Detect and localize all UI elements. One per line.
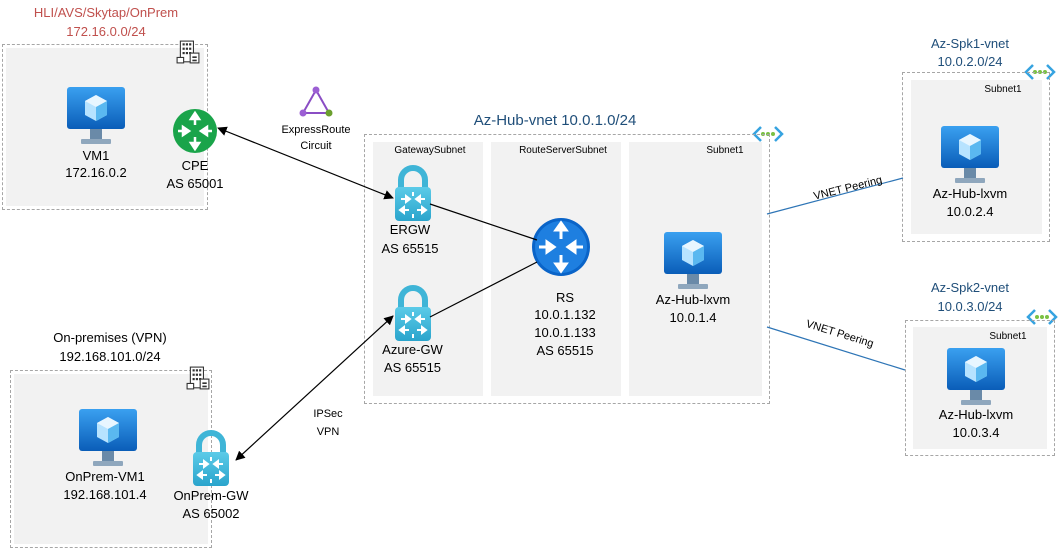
spoke2-vm-ip: 10.0.3.4	[952, 425, 1000, 440]
spoke1-region	[902, 72, 1050, 242]
hub-vm-ip: 10.0.1.4	[669, 310, 717, 325]
ipsec-vpn-link	[235, 315, 394, 461]
spoke1-subnet-label: Subnet1	[984, 84, 1022, 95]
spoke1-vm-name: Az-Hub-lxvm	[932, 186, 1008, 201]
ergw-name: ERGW	[389, 222, 431, 237]
spoke1-title: Az-Spk1-vnet	[930, 36, 1010, 51]
hub-vnet-title: Az-Hub-vnet 10.0.1.0/24	[473, 112, 637, 129]
cpe-asn: AS 65001	[166, 176, 224, 191]
azure-gw-asn: AS 65515	[383, 360, 442, 375]
rs-ip-1: 10.0.1.132	[534, 307, 596, 322]
hli-site-title: HLI/AVS/Skytap/OnPrem	[33, 5, 179, 20]
ergw-asn: AS 65515	[381, 241, 439, 256]
spoke2-title: Az-Spk2-vnet	[930, 280, 1010, 295]
onprem-vm-name: OnPrem-VM1	[65, 469, 145, 484]
hli-vm-ip: 172.16.0.2	[65, 165, 127, 180]
router-icon	[173, 109, 217, 153]
rs-asn: AS 65515	[536, 343, 594, 358]
spoke1-cidr: 10.0.2.0/24	[937, 54, 1003, 69]
expressroute-link	[217, 126, 394, 200]
cpe-name: CPE	[181, 158, 209, 173]
expressroute-icon	[299, 86, 333, 117]
spoke2-vm-name: Az-Hub-lxvm	[938, 407, 1014, 422]
spoke2-region	[905, 320, 1055, 456]
spoke2-cidr: 10.0.3.0/24	[937, 299, 1003, 314]
onprem-vm-ip: 192.168.101.4	[63, 487, 147, 502]
hli-site-cidr: 172.16.0.0/24	[66, 24, 146, 39]
route-server-subnet-label: RouteServerSubnet	[519, 145, 607, 156]
route-server-icon	[532, 218, 590, 276]
vpngw-rs-bgp-link	[429, 261, 538, 318]
onprem-gw-name: OnPrem-GW	[173, 488, 249, 503]
spoke2-peering-link	[766, 326, 906, 371]
spoke1-peering-link	[766, 177, 904, 215]
spoke1-peering-label: VNET Peering	[812, 174, 883, 203]
spoke2-subnet-label: Subnet1	[989, 331, 1027, 342]
hub-vnet-region	[364, 134, 770, 404]
onprem-gw-asn: AS 65002	[182, 506, 240, 521]
ergw-rs-bgp-link	[429, 203, 538, 241]
azure-gw-name: Azure-GW	[382, 342, 443, 357]
spoke1-vm-ip: 10.0.2.4	[946, 204, 994, 219]
rs-ip-2: 10.0.1.133	[534, 325, 596, 340]
rs-name: RS	[555, 290, 575, 305]
hli-vm-name: VM1	[82, 148, 110, 163]
vpn-site-title: On-premises (VPN)	[53, 330, 167, 345]
subnet1-hub-label: Subnet1	[706, 145, 744, 156]
vpn-site-cidr: 192.168.101.0/24	[59, 349, 161, 364]
spoke2-peering-label: VNET Peering	[804, 318, 875, 350]
hub-vm-name: Az-Hub-lxvm	[655, 292, 731, 307]
gateway-subnet-label: GatewaySubnet	[394, 145, 466, 156]
